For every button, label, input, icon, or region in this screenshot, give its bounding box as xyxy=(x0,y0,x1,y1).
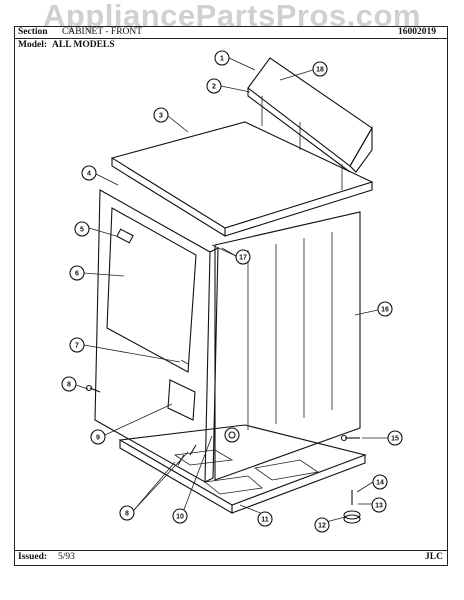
callout-17: 17 xyxy=(235,249,251,265)
callout-7: 7 xyxy=(69,337,85,353)
fasteners xyxy=(85,384,361,524)
callout-number: 17 xyxy=(239,255,247,262)
callout-15: 15 xyxy=(387,430,403,446)
callout-2: 2 xyxy=(206,78,222,94)
callout-10: 10 xyxy=(172,508,188,524)
section-name: CABINET - FRONT xyxy=(62,27,143,37)
model-label: Model: xyxy=(18,40,48,50)
callout-18: 18 xyxy=(312,61,328,77)
callout-9: 9 xyxy=(90,429,106,445)
model-value: ALL MODELS xyxy=(52,40,115,50)
cabinet-top xyxy=(110,121,374,237)
callout-11: 11 xyxy=(257,511,273,527)
callout-number: 10 xyxy=(176,514,184,521)
callout-number: 15 xyxy=(391,436,399,443)
callout-number: 5 xyxy=(80,227,84,234)
callout-13: 13 xyxy=(371,497,387,513)
callout-number: 18 xyxy=(316,67,324,74)
callout-number: 1 xyxy=(220,56,224,63)
control-console xyxy=(247,57,373,190)
callout-number: 3 xyxy=(159,113,163,120)
diagram-frame xyxy=(14,26,448,566)
callout-1: 1 xyxy=(214,50,230,66)
watermark: AppliancePartsPros.com xyxy=(43,0,421,33)
section-label: Section xyxy=(18,27,48,37)
issued-label: Issued: xyxy=(18,552,48,562)
callout-8-upper: 8 xyxy=(61,376,77,392)
footer-initials: JLC xyxy=(425,552,443,562)
callout-number: 13 xyxy=(375,503,383,510)
leader-lines xyxy=(75,57,388,523)
header-divider xyxy=(14,38,448,39)
doc-number: 16002019 xyxy=(398,27,436,37)
callout-number: 8 xyxy=(125,511,129,518)
callout-number: 14 xyxy=(376,480,384,487)
callout-number: 12 xyxy=(318,523,326,530)
callout-5: 5 xyxy=(74,221,90,237)
callout-16: 16 xyxy=(377,301,393,317)
base-plate xyxy=(118,424,367,514)
callout-number: 7 xyxy=(75,343,79,350)
front-panel xyxy=(94,189,219,483)
callout-3: 3 xyxy=(153,107,169,123)
callout-number: 2 xyxy=(212,84,216,91)
callout-number: 16 xyxy=(381,307,389,314)
callout-number: 8 xyxy=(67,382,71,389)
issued-value: 5/93 xyxy=(58,552,75,562)
callout-4: 4 xyxy=(81,165,97,181)
callout-6: 6 xyxy=(69,265,85,281)
callout-8-lower: 8 xyxy=(119,505,135,521)
callout-number: 4 xyxy=(87,171,91,178)
callout-number: 9 xyxy=(96,435,100,442)
footer-divider xyxy=(14,550,448,551)
callout-number: 11 xyxy=(261,517,269,524)
callout-number: 6 xyxy=(75,271,79,278)
callout-12: 12 xyxy=(314,517,330,533)
callout-14: 14 xyxy=(372,474,388,490)
